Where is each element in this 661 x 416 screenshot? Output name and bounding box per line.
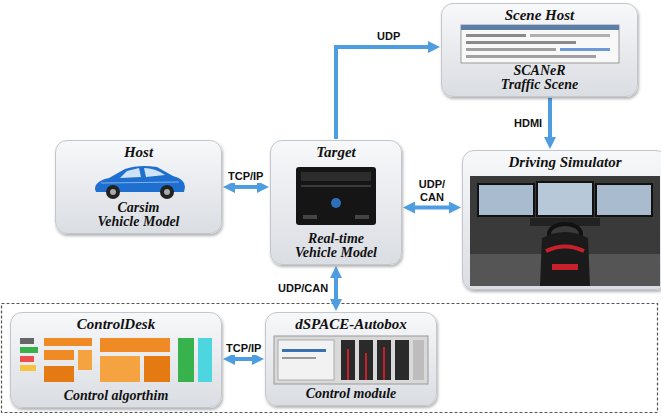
controldesk-box: ControlDesk Control algorthim (10, 312, 222, 408)
autobox-picture (273, 335, 429, 385)
autobox (274, 336, 428, 384)
controldesk-screen-picture (18, 336, 214, 386)
node-body: Control module (306, 387, 397, 402)
node-title: Host (124, 144, 153, 161)
dashed-frame (2, 304, 658, 413)
node-title: Scene Host (505, 7, 575, 24)
simulator-photo (470, 176, 660, 286)
protocol-label: UDP/ CAN (416, 178, 448, 203)
link-arrow (548, 98, 552, 137)
node-body: SCANeR Traffic Scene (499, 64, 580, 93)
node-title: Driving Simulator (509, 154, 622, 171)
host-box: Host Carsim Vehicle Model (55, 140, 222, 234)
screenshot (461, 25, 619, 63)
node-title: ControlDesk (77, 316, 155, 333)
protocol-label: TCP/IP (227, 170, 264, 183)
protocol-label: UDP (376, 30, 401, 43)
car (95, 165, 185, 198)
node-body: Carsim Vehicle Model (96, 201, 182, 230)
controldesk-screen (20, 338, 212, 382)
protocol-label: UDP/CAN (277, 282, 329, 295)
protocol-label: TCP/IP (225, 342, 262, 355)
node-title: Target (316, 144, 355, 161)
node-body: Real-time Vehicle Model (293, 232, 379, 261)
protocol-label: HDMI (513, 117, 543, 130)
car-picture (89, 161, 189, 201)
target-box: Target Real-time Vehicle Model (270, 140, 402, 265)
link-arrow (336, 47, 428, 139)
link-arrow (334, 278, 338, 299)
scene-host-box: Scene Host SCANeR Traffic Scene (441, 3, 638, 97)
link-arrow (415, 206, 449, 210)
simulator-cockpit (470, 176, 660, 286)
target-computer (296, 167, 376, 225)
autobox-box: dSPACE-Autobox Control module (265, 312, 437, 406)
simulator-box: Driving Simulator (462, 150, 661, 290)
link-arrow (235, 185, 257, 189)
node-body: Control algorthim (64, 389, 169, 404)
link-arrow (235, 357, 252, 361)
node-title: dSPACE-Autobox (295, 316, 406, 333)
screenshot-picture (460, 24, 620, 64)
target-computer-picture (293, 165, 379, 227)
